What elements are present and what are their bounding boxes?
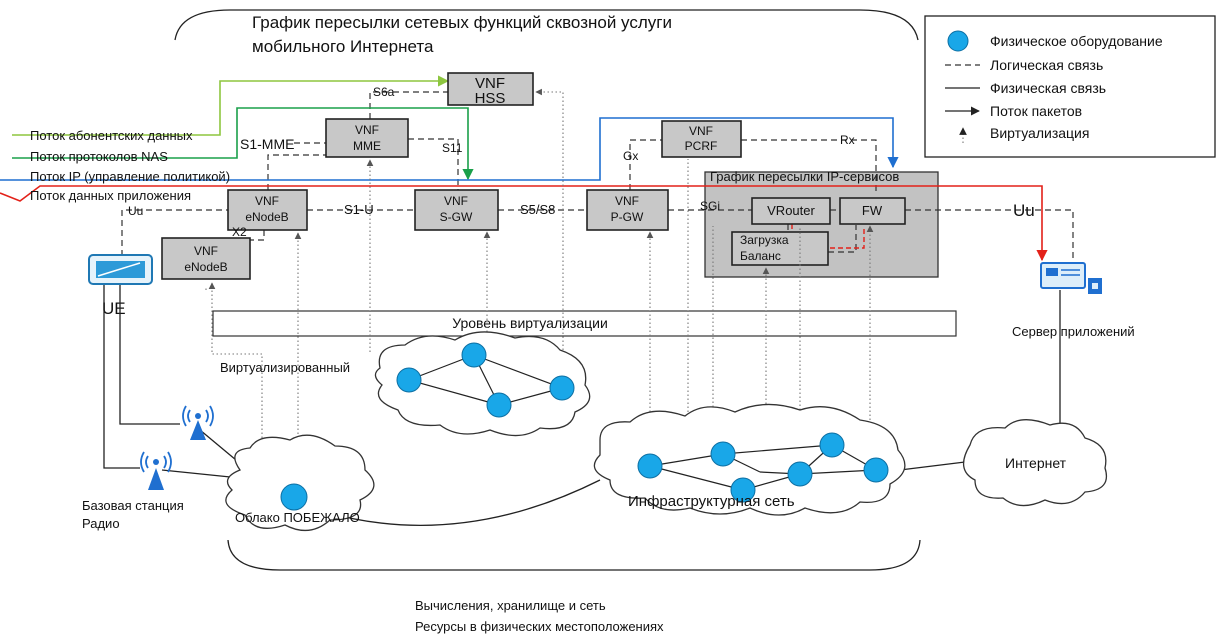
vnf-pcrf[interactable]: VNF PCRF (661, 120, 742, 158)
vnf-enodeb-1-line1: VNF (255, 194, 279, 208)
cloud-virtualized (374, 331, 591, 437)
physical-node (486, 392, 512, 418)
physical-links (103, 285, 1061, 526)
vnf-pgw-line1: VNF (615, 194, 639, 208)
radio-tower-icon (182, 405, 214, 440)
vnf-enodeb-1[interactable]: VNF eNodeB (227, 189, 308, 231)
vnf-hss-line1: VNF (475, 75, 505, 92)
diagram-title-line2: мобильного Интернета (252, 37, 434, 56)
iface-uu-left: Uu (128, 204, 143, 218)
legend-phys-link: Физическая связь (990, 80, 1106, 96)
vnf-fw[interactable]: FW (839, 197, 906, 225)
cloud-infra (593, 403, 906, 516)
flow-app-label: Поток данных приложения (30, 188, 191, 203)
vnf-sgw-line2: S-GW (440, 210, 473, 224)
ue-label: UE (102, 299, 126, 318)
virtualized-label: Виртуализированный (220, 360, 350, 375)
legend-physical: Физическое оборудование (990, 33, 1163, 49)
vnf-mme-line1: VNF (355, 123, 379, 137)
physical-node (787, 461, 813, 487)
vnf-load-balancer[interactable]: Загрузка Баланс (731, 231, 829, 266)
physical-node (637, 453, 663, 479)
cloud-edge-label: Облако ПОБЕЖАЛО (235, 510, 360, 525)
physical-node (730, 477, 756, 503)
vnf-sgw[interactable]: VNF S-GW (414, 189, 499, 231)
virtualization-layer-label: Уровень виртуализации (452, 315, 608, 331)
vnf-sgw-line1: VNF (444, 194, 468, 208)
physical-node (863, 457, 889, 483)
vnf-mme-line2: MME (353, 139, 381, 153)
flow-subscriber-label: Поток абонентских данных (30, 128, 193, 143)
vnf-vrouter[interactable]: VRouter (751, 197, 831, 225)
app-server-icon[interactable] (1040, 262, 1102, 294)
top-bracket (174, 9, 919, 41)
iface-s11: S11 (442, 141, 463, 155)
vnf-enodeb-2-line2: eNodeB (184, 260, 227, 274)
cloud-internet (963, 419, 1108, 507)
internet-label: Интернет (1005, 455, 1067, 471)
physical-node (280, 483, 308, 511)
vnf-enodeb-2-line1: VNF (194, 244, 218, 258)
vnf-lb-line2: Баланс (740, 249, 781, 263)
legend: Физическое оборудование Логическая связь… (924, 15, 1216, 158)
vnf-vrouter-label: VRouter (767, 203, 815, 218)
physical-node (819, 432, 845, 458)
vnf-hss[interactable]: VNF HSS (447, 72, 534, 107)
base-station-label-1: Базовая станция (82, 498, 184, 513)
iface-rx: Rx (840, 133, 855, 147)
legend-logical: Логическая связь (990, 57, 1103, 73)
virtualization-layer (212, 310, 957, 337)
diagram-title-line1: График пересылки сетевых функций сквозно… (252, 13, 672, 32)
app-flow-line (0, 185, 1048, 262)
iface-sgi: SGi (700, 199, 720, 213)
physical-node (549, 375, 575, 401)
vnf-pgw[interactable]: VNF P-GW (586, 189, 669, 231)
physical-node (461, 342, 487, 368)
logical-links (121, 91, 1074, 262)
vnf-pgw-line2: P-GW (611, 210, 644, 224)
vnf-hss-line2: HSS (475, 90, 506, 107)
vnf-enodeb-2[interactable]: VNF eNodeB (161, 237, 251, 280)
flow-nas-label: Поток протоколов NAS (30, 149, 168, 164)
bottom-bracket (227, 539, 921, 571)
iface-s5s8: S5/S8 (520, 202, 555, 217)
vnf-pcrf-line2: PCRF (685, 139, 718, 153)
vnf-pcrf-line1: VNF (689, 124, 713, 138)
cloud-edge (225, 434, 375, 532)
iface-s1mme: S1-MME (240, 136, 294, 152)
subscriber-flow-line (12, 75, 450, 136)
app-server-label: Сервер приложений (1012, 324, 1135, 339)
ue-device-icon[interactable] (88, 254, 153, 285)
legend-virtualization: Виртуализация (990, 125, 1089, 141)
iface-s6a: S6a (373, 85, 395, 99)
footer-line1: Вычисления, хранилище и сеть (415, 598, 606, 613)
legend-packet-flow: Поток пакетов (990, 103, 1082, 119)
iface-x2: X2 (232, 225, 247, 239)
physical-node (396, 367, 422, 393)
vnf-fw-label: FW (862, 203, 883, 218)
flow-ip-label: Поток IP (управление политикой) (30, 169, 230, 184)
iface-gx: Gx (623, 149, 638, 163)
iface-s1u: S1-U (344, 202, 374, 217)
legend-node-icon (947, 30, 969, 52)
flow-lines (0, 75, 1048, 262)
vnf-lb-line1: Загрузка (740, 233, 789, 247)
physical-nodes (280, 342, 889, 511)
radio-tower-icon (140, 451, 172, 490)
nas-flow-line (12, 107, 474, 181)
base-station-label-2: Радио (82, 516, 120, 531)
vnf-enodeb-1-line2: eNodeB (245, 210, 288, 224)
infra-label: Инфраструктурная сеть (628, 493, 795, 510)
iface-uu-right: Uu (1013, 201, 1035, 220)
ip-service-graph-label: График пересылки IP-сервисов (710, 169, 899, 184)
vnf-mme[interactable]: VNF MME (325, 118, 409, 158)
physical-node (710, 441, 736, 467)
footer-line2: Ресурсы в физических местоположениях (415, 619, 664, 634)
ip-flow-line (0, 117, 899, 181)
